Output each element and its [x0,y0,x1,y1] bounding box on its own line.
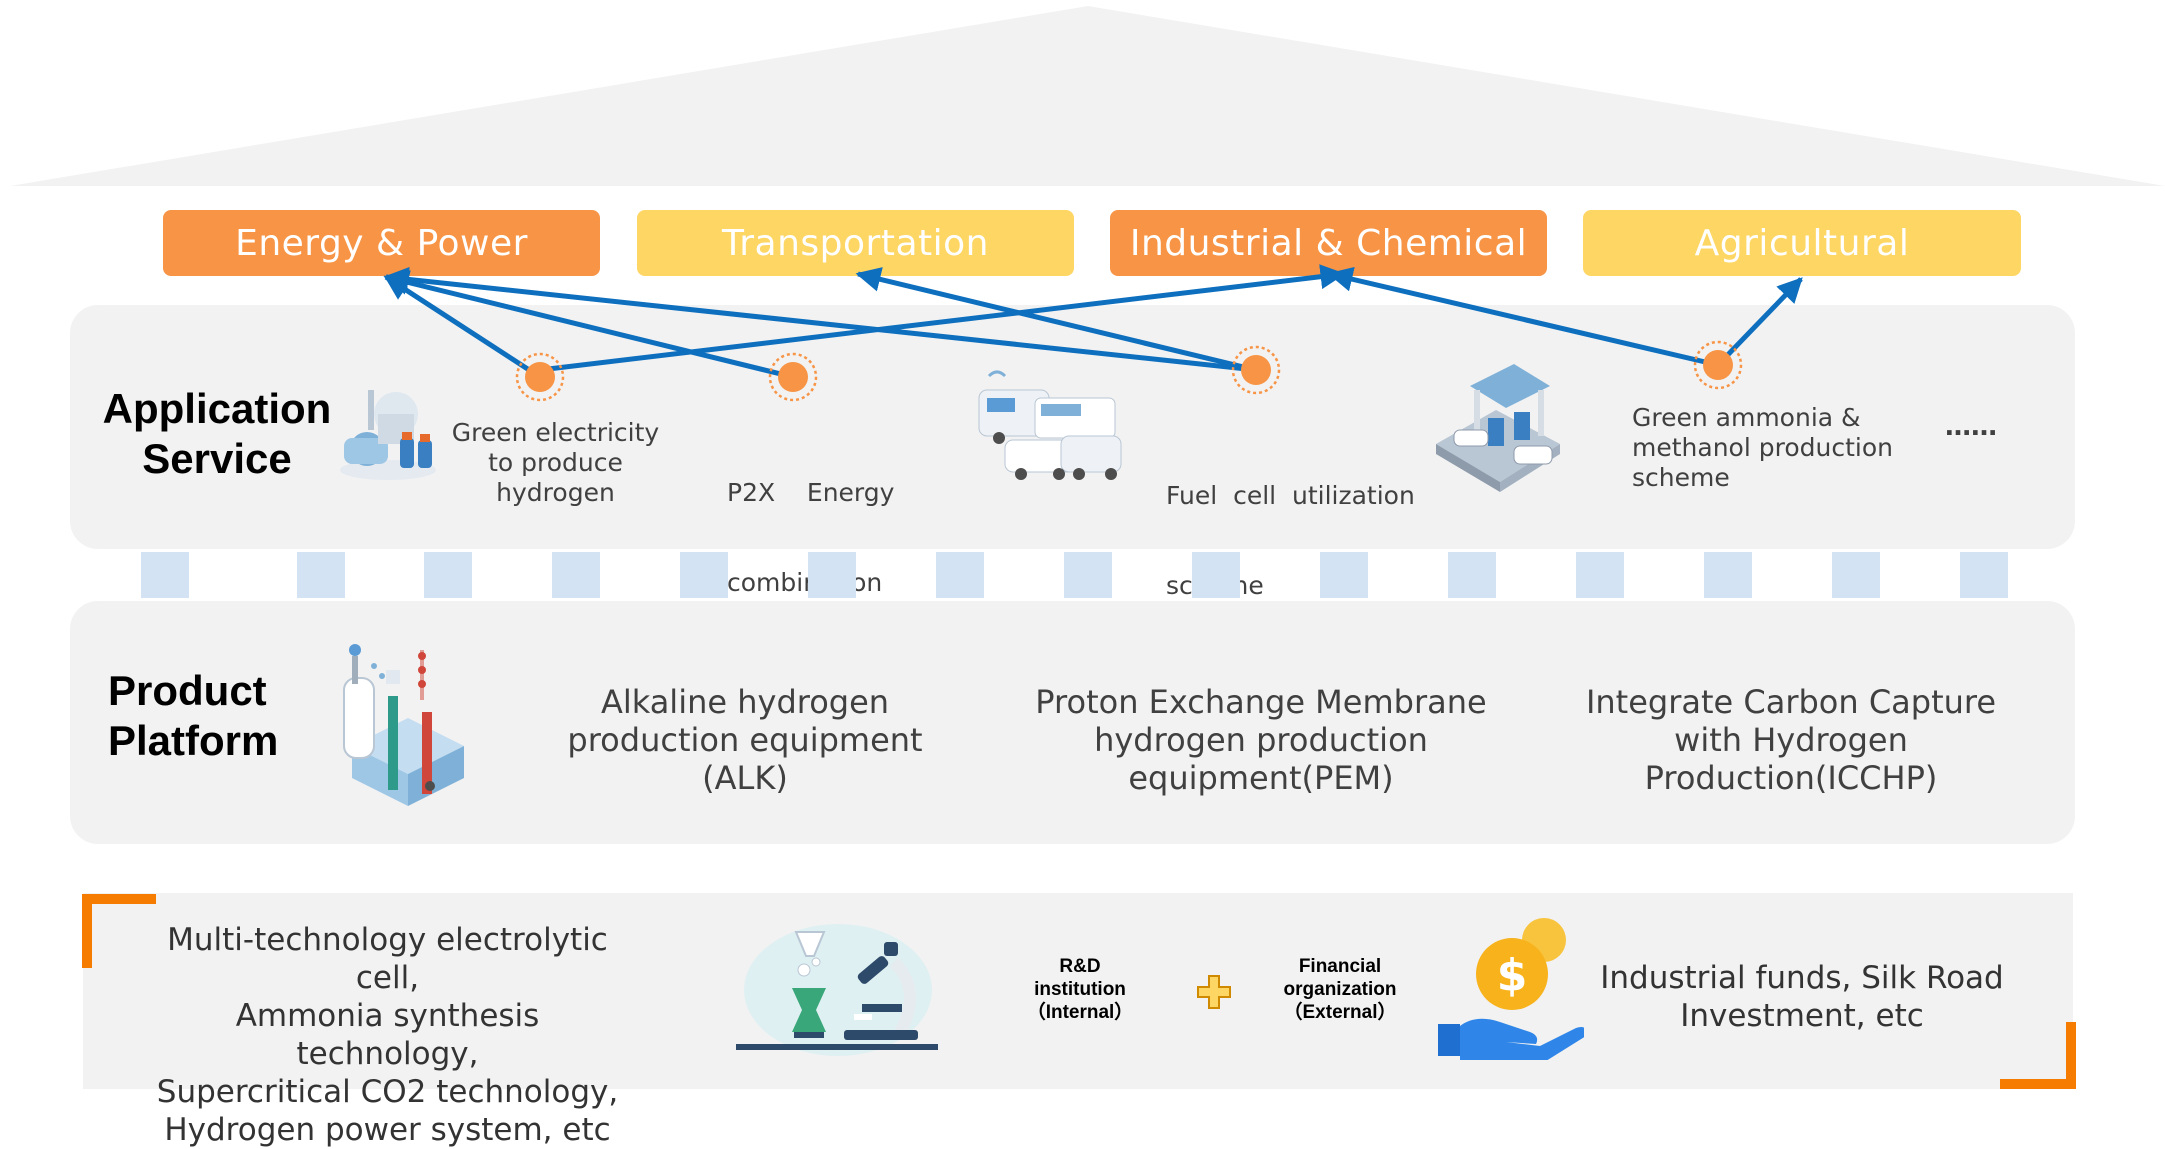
separator-block [1064,552,1112,598]
separator-block [1960,552,2008,598]
app-node-dots [515,340,1743,402]
separator-block [680,552,728,598]
arrow-fuel-cell-to-energy [383,266,1257,373]
category-transportation: Transportation [637,210,1074,276]
vehicles-icon [978,370,1122,480]
connection-arrows [383,264,1803,402]
corner-bracket-top-left [82,894,156,968]
product-item-alk: Alkaline hydrogen production equipment (… [567,683,923,797]
product-item-pem: Proton Exchange Membrane hydrogen produc… [1035,683,1487,797]
application-service-title: Application Service [102,385,332,482]
hydrogen-plant-icon [340,390,436,480]
corner-bracket-bottom-right [2000,1022,2076,1089]
svg-text:$: $ [1497,950,1528,1001]
category-agricultural: Agricultural [1583,210,2021,276]
electrolyzer-icon [343,644,464,806]
product-platform-title: Product Platform [108,667,279,764]
lab-microscope-icon [736,924,938,1056]
separator-block [1832,552,1880,598]
roof-shape [10,6,2165,186]
separator-block [1704,552,1752,598]
arrow-ammonia-to-industrial [1327,266,1719,368]
arrow-green-electricity-to-energy [383,274,542,380]
plus-icon [1197,975,1231,1009]
separator-block [1448,552,1496,598]
separator-block [141,552,189,598]
separator-block [424,552,472,598]
category-energy-power: Energy & Power [163,210,600,276]
arrow-ammonia-to-agricultural [1716,277,1803,367]
app-item-green-ammonia: Green ammonia & methanol production sche… [1632,403,1893,492]
foundation-tech-list: Multi-technology electrolytic cell, Ammo… [156,922,619,1148]
separator-block [552,552,600,598]
separator-block [1192,552,1240,598]
rd-institution-label: R&D institution （Internal） [1026,956,1134,1023]
arrow-fuel-cell-to-transportation [855,267,1257,373]
separator-block [936,552,984,598]
hand-coin-icon: $ [1438,918,1584,1060]
foundation-funds-text: Industrial funds, Silk Road Investment, … [1600,960,2004,1034]
separator-block [1320,552,1368,598]
more-ellipsis: …… [1945,412,1997,442]
financial-organization-label: Financial organization （External） [1283,956,1397,1023]
fueling-station-icon [1436,364,1560,492]
separator-block [808,552,856,598]
product-item-icchp: Integrate Carbon Capture with Hydrogen P… [1585,683,1997,797]
separator-block [1576,552,1624,598]
app-item-green-electricity: Green electricity to produce hydrogen [451,418,660,507]
separator-block [297,552,345,598]
arrow-green-electricity-to-industrial [539,264,1346,373]
foundation-panel [83,893,2073,1089]
arrow-p2x-to-energy [383,270,794,380]
